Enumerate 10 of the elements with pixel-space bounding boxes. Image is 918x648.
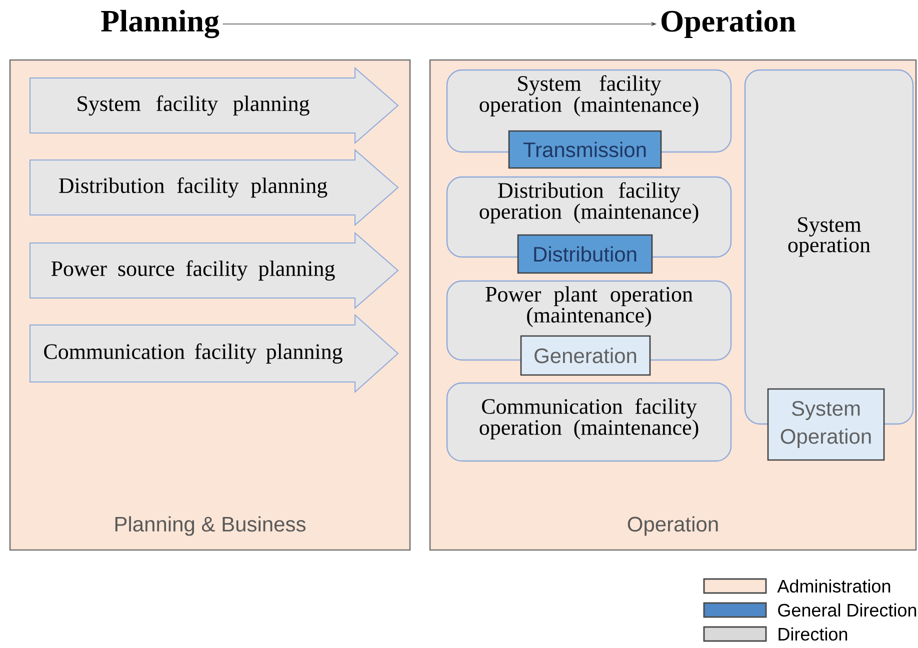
legend-text: Administration (777, 579, 890, 593)
category-tag: Distribution (517, 234, 653, 274)
category-tag: Generation (520, 335, 651, 376)
heading: Planning (101, 10, 220, 38)
category-tag: System Operation (767, 388, 885, 461)
category-tag: Transmission (508, 130, 662, 169)
heading: Operation (662, 10, 796, 38)
legend-text: General Direction (778, 603, 916, 617)
process-box: Communication facility operation (maintenance) (446, 382, 732, 462)
legend-text: Direction (778, 627, 848, 641)
